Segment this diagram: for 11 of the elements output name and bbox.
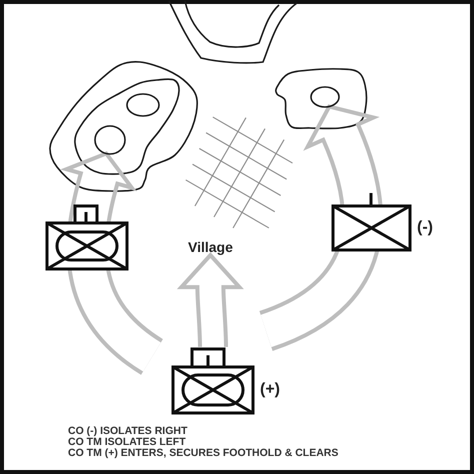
place-label: Village	[188, 239, 233, 256]
unit-modifier-label: (+)	[260, 381, 280, 400]
unit-modifier-label: (-)	[417, 219, 433, 238]
hilltop-contour	[94, 125, 126, 155]
maneuver-arrow	[179, 253, 242, 348]
hilltop-contour	[310, 86, 340, 108]
maneuver-arrow	[258, 104, 383, 350]
unit-symbol	[45, 204, 129, 271]
note-text: CO (-) ISOLATES RIGHT	[68, 426, 188, 438]
note-text: CO TM ISOLATES LEFT	[68, 437, 186, 448]
note-text: CO TM (+) ENTERS, SECURES FOOTHOLD & CLEARS	[68, 448, 338, 460]
